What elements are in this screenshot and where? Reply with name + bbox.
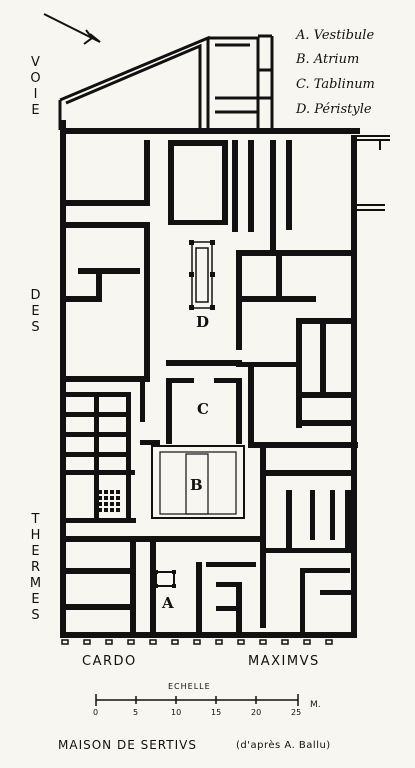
peristyle-columns xyxy=(189,240,215,310)
street-label-cardo: CARDO xyxy=(82,654,137,669)
scale-tick-15: 15 xyxy=(211,708,222,717)
legend-letter: B. xyxy=(296,52,310,67)
legend-letter: A. xyxy=(296,28,310,43)
tiled-room xyxy=(98,490,120,512)
facade-pillars xyxy=(61,639,333,645)
room-label-a: A xyxy=(162,594,174,612)
scale-unit: M. xyxy=(310,700,321,710)
legend-name: Vestibule xyxy=(313,28,375,43)
legend-item-d: D. Péristyle xyxy=(296,102,372,117)
street-label-voie: VOIE xyxy=(28,55,43,119)
upper-wing xyxy=(58,34,274,130)
legend-item-b: B. Atrium xyxy=(296,52,359,67)
street-label-des: DES xyxy=(28,288,43,336)
street-label-maximvs: MAXIMVS xyxy=(248,654,320,669)
legend-item-c: C. Tablinum xyxy=(296,77,375,92)
atrium-outline xyxy=(151,445,245,519)
vestibule-feature xyxy=(154,570,176,588)
scale-tick-0: 0 xyxy=(93,708,99,717)
plan-credit: (d'après A. Ballu) xyxy=(236,740,331,751)
legend-letter: C. xyxy=(296,77,310,92)
scale-tick-10: 10 xyxy=(171,708,182,717)
scale-tick-5: 5 xyxy=(133,708,139,717)
scale-title: ECHELLE xyxy=(168,682,211,691)
scale-tick-25: 25 xyxy=(291,708,302,717)
scale-bar xyxy=(95,694,299,706)
right-annex xyxy=(357,135,390,211)
north-arrow-icon xyxy=(43,13,101,45)
legend-name: Tablinum xyxy=(313,77,375,92)
legend-letter: D. xyxy=(296,102,311,117)
scale-tick-20: 20 xyxy=(251,708,262,717)
room-label-d: D xyxy=(196,313,210,331)
street-label-thermes: THERMES xyxy=(28,512,43,624)
legend-name: Atrium xyxy=(313,52,360,67)
room-label-b: B xyxy=(190,476,203,494)
room-label-c: C xyxy=(197,400,209,418)
legend-name: Péristyle xyxy=(314,102,372,117)
plan-title: MAISON DE SERTIVS xyxy=(58,738,197,752)
interior-walls xyxy=(60,140,358,632)
peristyle-colonnade xyxy=(191,241,213,309)
legend-item-a: A. Vestibule xyxy=(296,28,374,43)
